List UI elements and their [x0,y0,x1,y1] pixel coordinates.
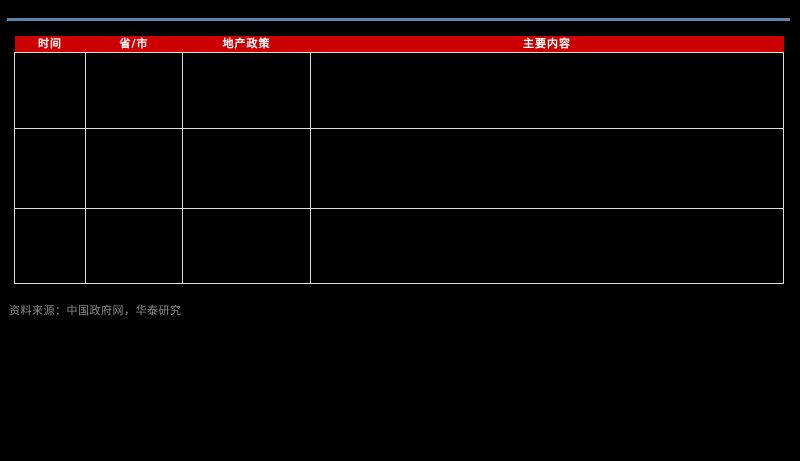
cell-region-text [86,129,182,136]
cell-content-text [311,209,783,216]
cell-policy [182,208,311,284]
table-row [14,208,784,284]
cell-region-text [86,53,182,60]
cell-time-text [15,209,85,216]
table-row [14,52,784,129]
column-header-content: 主要内容 [310,36,784,53]
cell-region [85,52,183,129]
column-header-policy: 地产政策 [182,36,311,53]
cell-content [310,52,784,129]
cell-region-text [86,209,182,216]
cell-policy [182,128,311,209]
table-row [14,128,784,209]
top-divider-rule [7,18,790,21]
table-header-row: 时间 省/市 地产政策 主要内容 [14,36,784,53]
cell-time [14,128,86,209]
cell-region [85,208,183,284]
cell-content-text [311,129,783,136]
real-estate-policy-table: 时间 省/市 地产政策 主要内容 [14,36,784,284]
column-header-region: 省/市 [85,36,183,53]
cell-policy [182,52,311,129]
column-header-time: 时间 [14,36,86,53]
cell-policy-text [183,209,310,216]
cell-policy-text [183,129,310,136]
cell-time-text [15,53,85,60]
cell-time [14,52,86,129]
cell-region [85,128,183,209]
source-note: 资料来源：中国政府网，华泰研究 [9,304,182,317]
table-header: 时间 省/市 地产政策 主要内容 [14,36,784,53]
cell-policy-text [183,53,310,60]
table-body [14,52,784,284]
cell-time [14,208,86,284]
cell-content-text [311,53,783,60]
cell-time-text [15,129,85,136]
cell-content [310,128,784,209]
cell-content [310,208,784,284]
